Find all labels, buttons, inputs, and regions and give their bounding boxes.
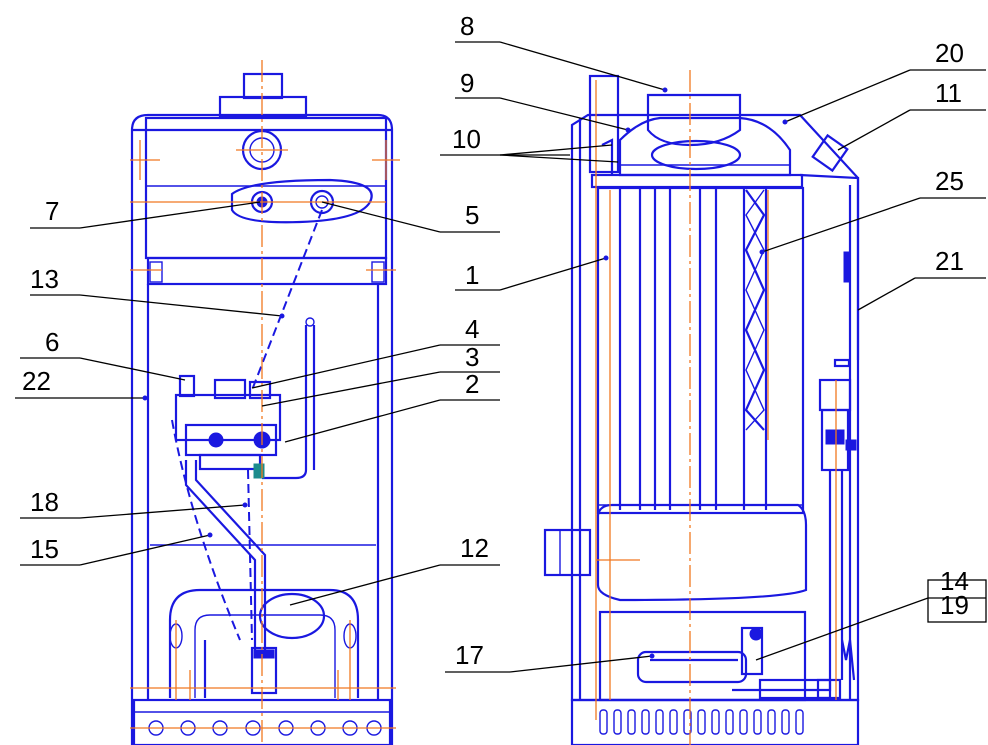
callout-3: 3 — [465, 342, 479, 372]
callout-10: 10 — [452, 124, 481, 154]
callout-1: 1 — [465, 260, 479, 290]
callout-4: 4 — [465, 314, 479, 344]
callout-18: 18 — [30, 487, 59, 517]
burner-tray — [598, 610, 807, 702]
side-port — [543, 528, 592, 577]
thermostat-11 — [811, 133, 849, 173]
combustion-chamber — [596, 503, 808, 602]
callout-7: 7 — [45, 196, 59, 226]
callout-15: 15 — [30, 534, 59, 564]
igniter-14 — [740, 626, 764, 676]
callout-labels: 8 9 10 20 11 25 1 21 7 5 13 4 6 22 3 2 1… — [22, 11, 969, 670]
front-casing-outline — [130, 113, 394, 745]
callout-5: 5 — [465, 200, 479, 230]
callout-13: 13 — [30, 264, 59, 294]
callout-8: 8 — [460, 11, 474, 41]
callout-22: 22 — [22, 366, 51, 396]
callout-6: 6 — [45, 327, 59, 357]
callout-19: 19 — [940, 590, 969, 620]
callout-25: 25 — [935, 166, 964, 196]
callout-14: 14 — [940, 566, 969, 596]
callout-11: 11 — [935, 78, 962, 108]
side-base — [570, 698, 860, 745]
callout-20: 20 — [935, 38, 964, 68]
callout-9: 9 — [460, 68, 474, 98]
callout-17: 17 — [455, 640, 484, 670]
gas-valve-block — [174, 393, 282, 442]
callout-12: 12 — [460, 533, 489, 563]
callout-21: 21 — [935, 246, 964, 276]
flue-hood — [646, 93, 742, 147]
front-view — [130, 60, 400, 745]
callout-box-19 — [927, 579, 987, 623]
leader-lines — [15, 41, 987, 673]
front-burner-12 — [258, 592, 326, 640]
side-view — [543, 70, 860, 745]
burner-17 — [636, 650, 748, 684]
callout-2: 2 — [465, 369, 479, 399]
